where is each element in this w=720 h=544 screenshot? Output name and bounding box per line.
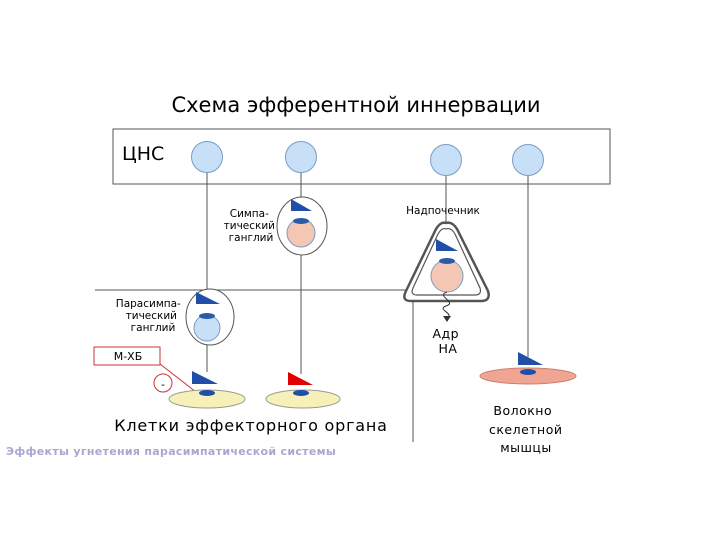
motor-end-plate-terminal [518,352,543,365]
hormone-release-line [442,291,451,319]
adrenal-output-label: Адр НА [432,326,463,356]
cns-label: ЦНС [122,143,164,165]
muscle-label: Волокно скелетной мышцы [489,403,567,455]
cns-neuron-adrenal [430,144,462,176]
parasympathetic-preganglionic-terminal [196,292,220,304]
effector-organ-label: Клетки эффекторного органа [114,416,388,435]
cns-neuron-motor [512,144,544,176]
adrenal-receptor [439,258,455,264]
receptor-label: М-ХБ [114,350,143,363]
parasympathetic-ganglion: Парасимпа- тический ганглий [116,288,235,346]
sympathetic-ganglion-label: Симпа- тический ганглий [224,208,279,244]
parasympathetic-receptor [199,313,215,319]
parasympathetic-ganglion-label: Парасимпа- тический ганглий [116,298,184,334]
parasympathetic-postganglionic-terminal [192,371,218,384]
muscle-receptor [520,369,536,375]
receptor-label-box [93,346,161,366]
adrenal-gland: Надпочечник Адр НА [403,205,490,356]
adrenal-nerve-terminal [436,239,458,251]
inhibition-circle [153,373,173,393]
cns-neuron-parasympathetic [191,141,223,173]
inhibition-sign: - [161,378,165,391]
slide-caption: Эффекты угнетения парасимпатической сист… [6,445,336,458]
cns-neuron-sympathetic [285,141,317,173]
sympathetic-ganglion: Симпа- тический ганглий [224,196,328,256]
hormone-release-arrow [443,316,451,322]
sympathetic-postganglionic-terminal [288,372,313,385]
skeletal-muscle: Волокно скелетной мышцы [479,352,577,455]
sympathetic-receptor [293,218,309,224]
cns-box [112,128,611,185]
muscle-fiber [479,367,577,385]
chromaffin-cell [430,259,464,293]
effector-receptor-right [293,390,309,396]
effector-cell-right [265,389,341,409]
sympathetic-preganglionic-terminal [291,199,312,211]
adrenal-label: Надпочечник [406,205,480,217]
effector-cells [168,371,341,409]
diagram-title: Схема эфферентной иннервации [171,93,540,117]
receptor-pointer-line [159,363,197,393]
effector-receptor-left [199,390,215,396]
